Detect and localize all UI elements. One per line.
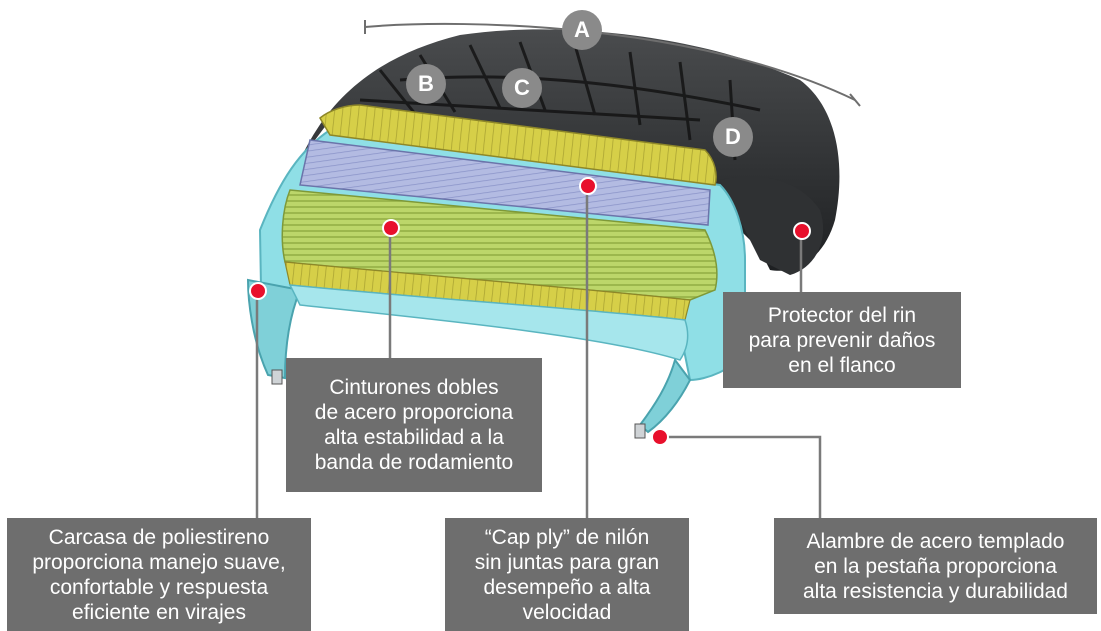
callout-cap-ply: “Cap ply” de nilón sin juntas para gran … bbox=[445, 518, 689, 631]
marker-steel-belts bbox=[382, 219, 400, 237]
callout-polyester-casing-text: Carcasa de poliestireno proporciona mane… bbox=[32, 525, 286, 624]
callout-bead-wire-text: Alambre de acero templado en la pestaña … bbox=[803, 529, 1068, 603]
callout-polyester-casing: Carcasa de poliestireno proporciona mane… bbox=[7, 518, 311, 631]
callout-steel-belts: Cinturones dobles de acero proporciona a… bbox=[286, 358, 542, 492]
marker-rim-protector bbox=[793, 222, 811, 240]
upper-belt bbox=[319, 104, 717, 186]
left-bead bbox=[271, 369, 283, 385]
callout-rim-protector: Protector del rin para prevenir daños en… bbox=[723, 292, 961, 388]
badge-c: C bbox=[502, 68, 542, 108]
badge-d: D bbox=[713, 117, 753, 157]
marker-polyester-casing bbox=[249, 282, 267, 300]
marker-bead-wire bbox=[651, 428, 669, 446]
callout-steel-belts-text: Cinturones dobles de acero proporciona a… bbox=[314, 376, 514, 474]
badge-b: B bbox=[406, 64, 446, 104]
marker-cap-ply bbox=[579, 177, 597, 195]
cap-ply bbox=[299, 139, 711, 226]
leader-lines bbox=[255, 186, 822, 518]
callout-rim-protector-text: Protector del rin para prevenir daños en… bbox=[748, 303, 936, 377]
callout-bead-wire: Alambre de acero templado en la pestaña … bbox=[774, 518, 1097, 614]
callout-cap-ply-text: “Cap ply” de nilón sin juntas para gran … bbox=[474, 525, 660, 624]
badge-a: A bbox=[562, 10, 602, 50]
right-bead bbox=[634, 423, 646, 439]
